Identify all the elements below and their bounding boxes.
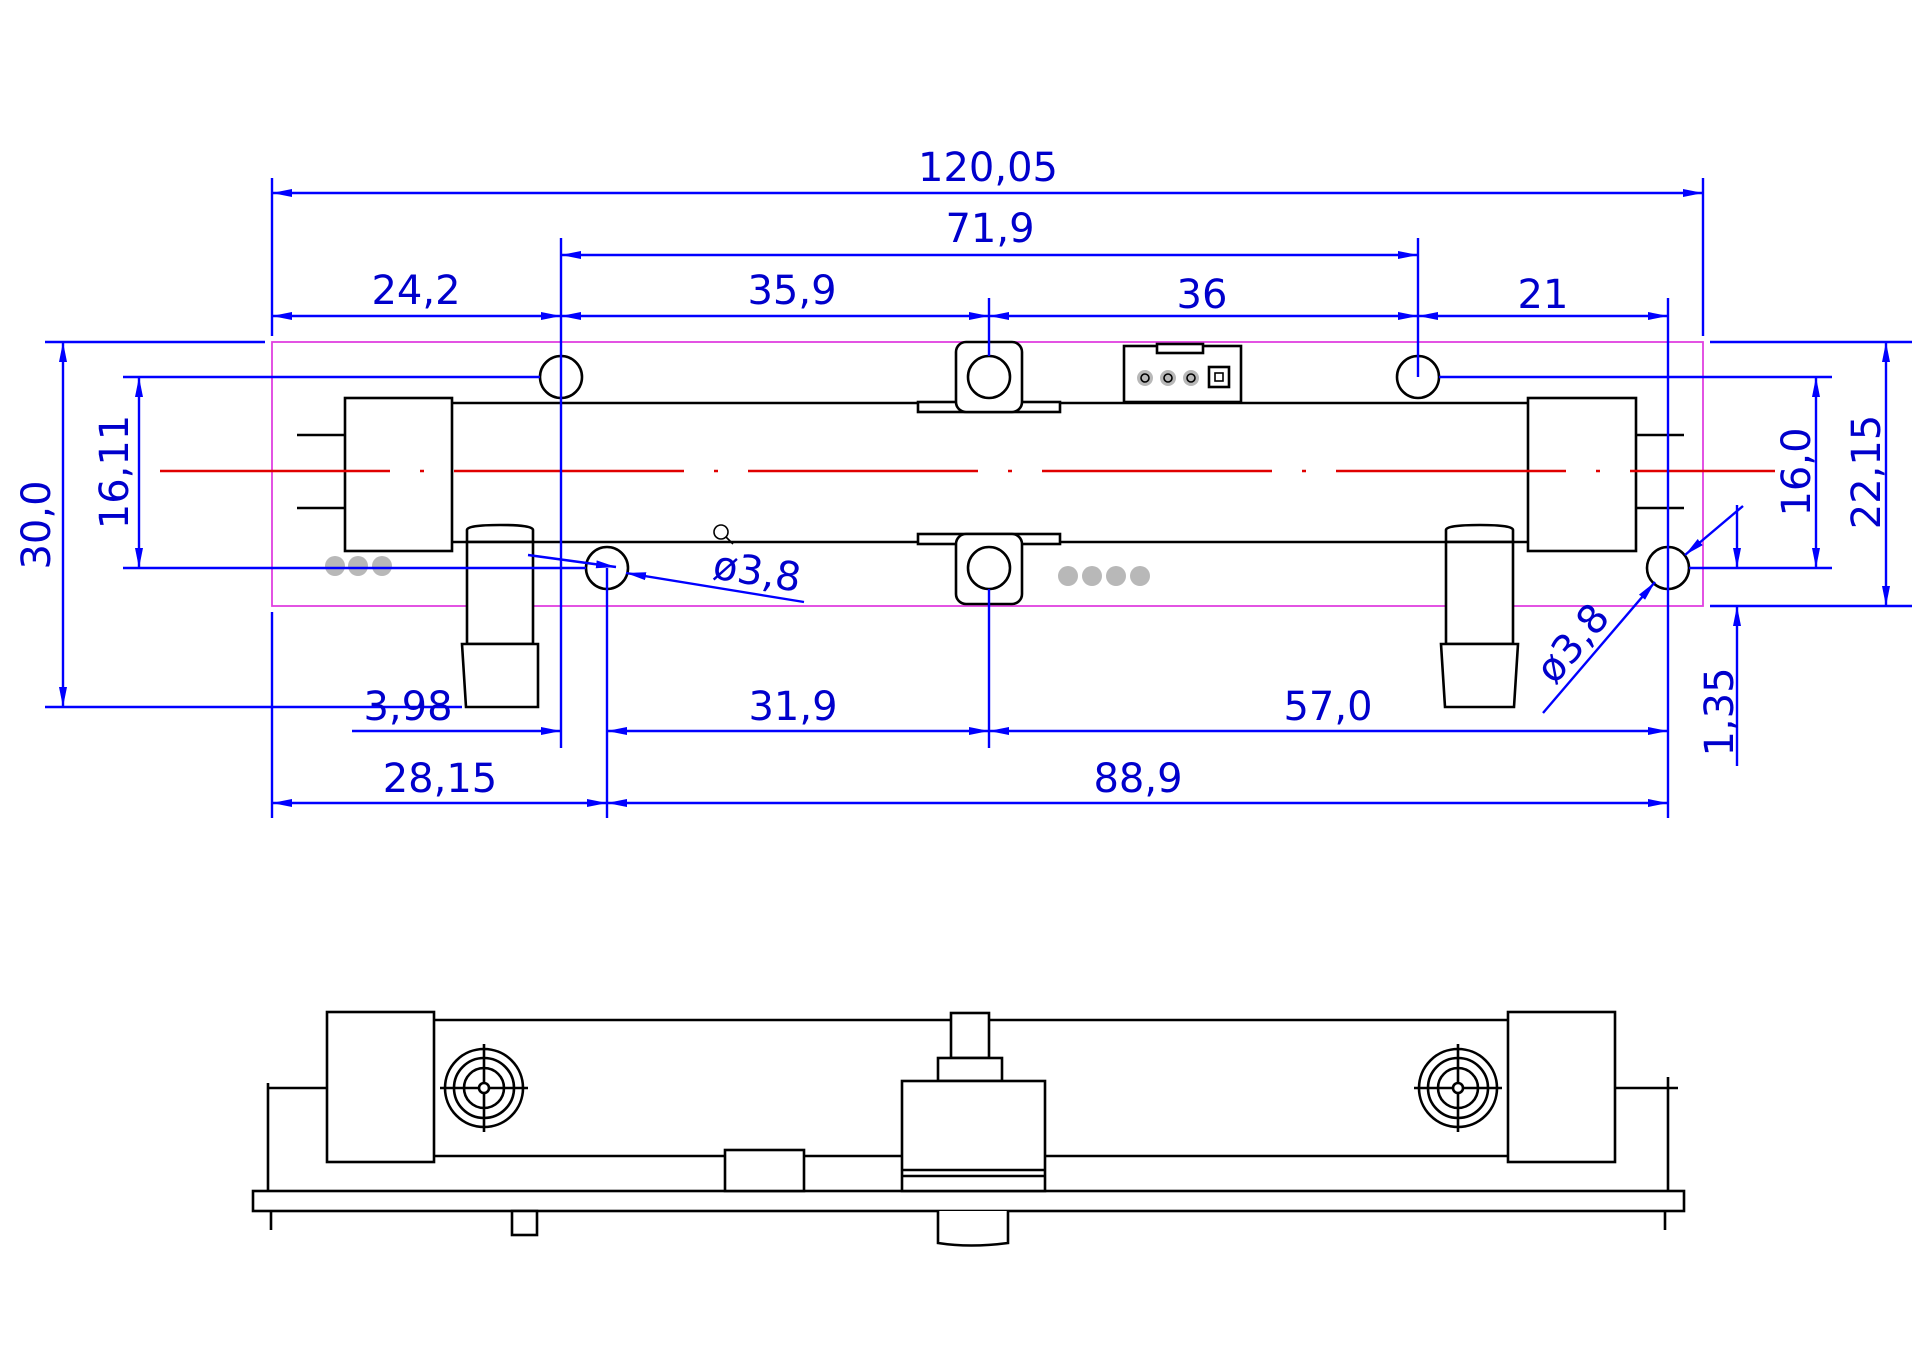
magnifier-icon[interactable]: [713, 524, 734, 545]
right-end-block: [1526, 396, 1638, 553]
dim-bottom-mid: 31,9: [748, 684, 837, 730]
dim-pcb-height: 22,15: [1844, 415, 1890, 530]
dim-right-offset: 21: [1518, 272, 1569, 318]
front-right-end-block: [1506, 1010, 1617, 1164]
dim-right-hole-spacing: 16,0: [1774, 427, 1820, 516]
dim-hole-pitch: 71,9: [945, 206, 1034, 252]
connector: [1122, 342, 1243, 404]
dim-bottom-right-total: 88,9: [1093, 756, 1182, 802]
dim-left-offset: 24,2: [371, 268, 460, 314]
front-pcb: [251, 1189, 1686, 1213]
center-top-nut: [916, 340, 1062, 414]
left-end-block: [343, 396, 454, 553]
dim-bottom-left-total: 28,15: [383, 756, 498, 802]
dim-hole-dia-left: ø3,8: [710, 543, 804, 602]
right-tube-fitting: [1439, 523, 1520, 709]
front-left-end-block: [325, 1010, 436, 1164]
top-view: 120,05 71,9 24,2 35,9 36 21 3,98 31,9 57…: [14, 145, 1912, 818]
dimension-lines: [59, 189, 1890, 807]
pin-dots-left: [325, 556, 392, 576]
dim-bottom-right: 57,0: [1283, 684, 1372, 730]
dim-bottom-offset: 1,35: [1697, 667, 1743, 756]
front-view: [251, 1010, 1686, 1247]
pin-dots-center: [1058, 566, 1150, 586]
dim-left-hole-spacing: 16,11: [92, 415, 138, 530]
dim-small-offset: 3,98: [363, 684, 452, 730]
front-center-component: [900, 1011, 1047, 1247]
front-right-boss: [1414, 1044, 1502, 1132]
dim-left-segment: 35,9: [747, 268, 836, 314]
dim-overall-length: 120,05: [918, 145, 1058, 191]
dim-hole-dia-right: ø3,8: [1527, 595, 1619, 692]
left-tube-fitting: [460, 523, 540, 709]
front-bottom-tab: [510, 1209, 539, 1237]
dim-total-height: 30,0: [14, 480, 60, 569]
front-connector: [723, 1148, 806, 1193]
center-bottom-nut: [916, 532, 1062, 606]
front-left-boss: [440, 1044, 528, 1132]
dim-right-segment: 36: [1177, 272, 1228, 318]
